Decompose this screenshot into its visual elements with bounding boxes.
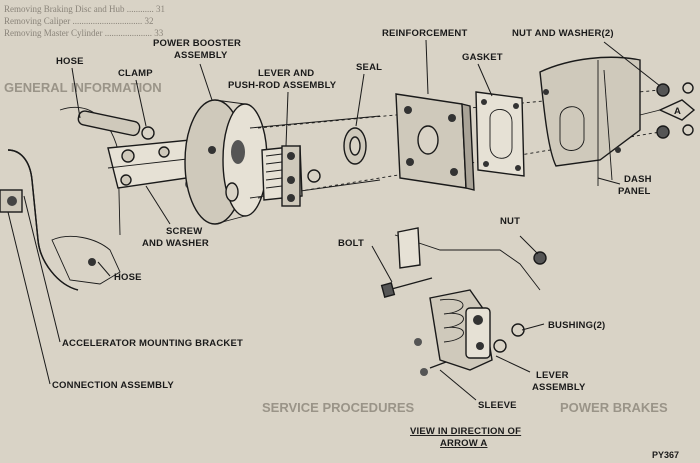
dash-panel bbox=[539, 56, 641, 186]
label-dash-panel-1: DASH bbox=[624, 174, 652, 185]
bg-heading-power: POWER BRAKES bbox=[560, 400, 668, 415]
bg-toc-line-3: Removing Master Cylinder ...............… bbox=[4, 28, 164, 38]
label-bushing: BUSHING(2) bbox=[548, 320, 605, 331]
vacuum-hose-assembly bbox=[0, 106, 121, 291]
label-dash-panel-2: PANEL bbox=[618, 186, 651, 197]
seal bbox=[343, 127, 367, 165]
part-labels: HOSE CLAMP POWER BOOSTER ASSEMBLY LEVER … bbox=[52, 28, 679, 460]
bg-toc-line-1: Removing Braking Disc and Hub ..........… bbox=[4, 4, 165, 14]
caption-view-2: ARROW A bbox=[440, 438, 488, 449]
label-lever-pushrod-1: LEVER AND bbox=[258, 68, 314, 79]
lever-pushrod-assembly bbox=[261, 145, 321, 207]
leader-lines bbox=[7, 39, 661, 401]
power-booster bbox=[184, 99, 268, 225]
bg-heading-service: SERVICE PROCEDURES bbox=[262, 400, 415, 415]
bg-heading-general: GENERAL INFORMATION bbox=[4, 80, 162, 95]
label-bolt: BOLT bbox=[338, 238, 364, 249]
label-power-booster-2: ASSEMBLY bbox=[174, 50, 228, 61]
gasket bbox=[475, 91, 525, 177]
label-power-booster-1: POWER BOOSTER bbox=[153, 38, 241, 49]
caption-view-1: VIEW IN DIRECTION OF bbox=[410, 426, 521, 437]
nuts-and-washers bbox=[656, 82, 694, 139]
label-seal: SEAL bbox=[356, 62, 382, 73]
label-reinforcement: REINFORCEMENT bbox=[382, 28, 467, 39]
label-screw-washer-1: SCREW bbox=[166, 226, 202, 237]
arrow-a-indicator: A bbox=[639, 99, 696, 121]
label-screw-washer-2: AND WASHER bbox=[142, 238, 209, 249]
label-gasket: GASKET bbox=[462, 52, 503, 63]
detail-view-arrow-a bbox=[380, 227, 547, 376]
label-lever-pushrod-2: PUSH-ROD ASSEMBLY bbox=[228, 80, 337, 91]
hose-clamp bbox=[141, 126, 155, 140]
label-nut-washer: NUT AND WASHER(2) bbox=[512, 28, 614, 39]
figure-code: PY367 bbox=[652, 450, 679, 460]
bushing bbox=[511, 323, 525, 337]
label-lever-assembly-1: LEVER bbox=[536, 370, 569, 381]
booster-hose bbox=[77, 110, 155, 140]
label-hose-top: HOSE bbox=[56, 56, 84, 67]
label-connection-assembly: CONNECTION ASSEMBLY bbox=[52, 380, 174, 391]
bg-toc-line-2: Removing Caliper .......................… bbox=[4, 16, 154, 26]
label-sleeve: SLEEVE bbox=[478, 400, 517, 411]
label-nut: NUT bbox=[500, 216, 520, 227]
reinforcement-plate bbox=[395, 93, 475, 191]
label-accel-bracket: ACCELERATOR MOUNTING BRACKET bbox=[62, 338, 243, 349]
label-clamp: CLAMP bbox=[118, 68, 153, 79]
label-hose-bottom: HOSE bbox=[114, 272, 142, 283]
arrow-a-tag: A bbox=[674, 106, 681, 117]
label-lever-assembly-2: ASSEMBLY bbox=[532, 382, 586, 393]
background-text: Removing Braking Disc and Hub ..........… bbox=[4, 4, 668, 415]
